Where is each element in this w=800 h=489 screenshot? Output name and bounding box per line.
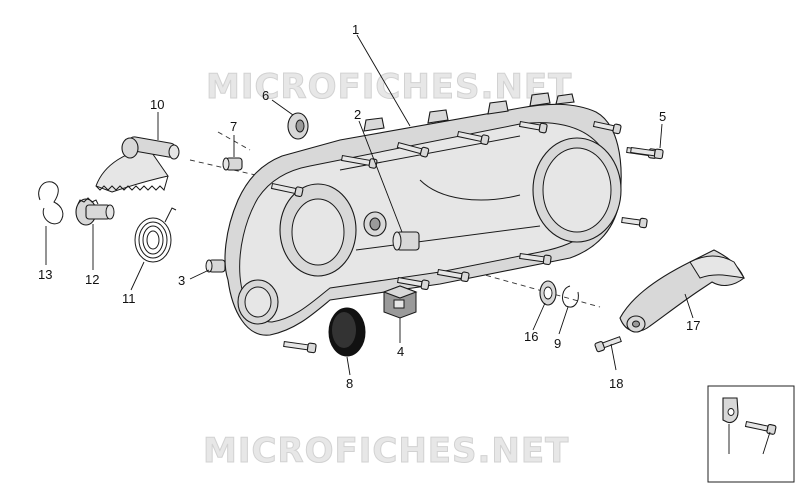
callout-5: 5: [659, 109, 666, 124]
circlip-part-9: [562, 285, 579, 308]
callout-6: 6: [262, 88, 269, 103]
oil-seal-part-6: [287, 112, 309, 140]
kick-lever-part-17: [619, 249, 745, 333]
dowel-part-7: [222, 157, 243, 171]
cover-screws: [270, 120, 658, 354]
leader-lines: [45, 34, 694, 376]
cap-part-8: [328, 307, 366, 357]
callout-7: 7: [230, 119, 237, 134]
spring-part-11: [134, 207, 177, 263]
dowel-part-3: [205, 259, 226, 273]
callout-8: 8: [346, 376, 353, 391]
washer-part-16: [539, 280, 557, 306]
callout-4: 4: [397, 344, 404, 359]
bracket-part-14: [722, 397, 739, 424]
callout-11: 11: [122, 291, 136, 306]
bolt-part-5: [630, 146, 664, 160]
callout-2: 2: [354, 107, 361, 122]
inset-box: [707, 385, 795, 483]
bush-part-2: [392, 231, 420, 251]
callout-9: 9: [554, 336, 561, 351]
bolt-part-15: [744, 420, 777, 435]
kick-shaft-part-10: [95, 136, 180, 193]
callout-1: 1: [352, 22, 359, 37]
callout-16: 16: [524, 329, 538, 344]
watermark-top: MICROFICHES.NET: [206, 67, 572, 107]
watermark-bottom: MICROFICHES.NET: [203, 431, 569, 471]
callout-10: 10: [150, 97, 164, 112]
crankcase-cover: [224, 92, 622, 336]
bush-part-12: [75, 197, 115, 226]
clip-part-13: [38, 181, 64, 225]
callout-12: 12: [85, 272, 99, 287]
bolt-part-18: [594, 336, 622, 353]
callout-3: 3: [178, 273, 185, 288]
callout-13: 13: [38, 267, 52, 282]
callout-18: 18: [609, 376, 623, 391]
rubber-block-part-4: [382, 285, 418, 319]
callout-17: 17: [686, 318, 700, 333]
